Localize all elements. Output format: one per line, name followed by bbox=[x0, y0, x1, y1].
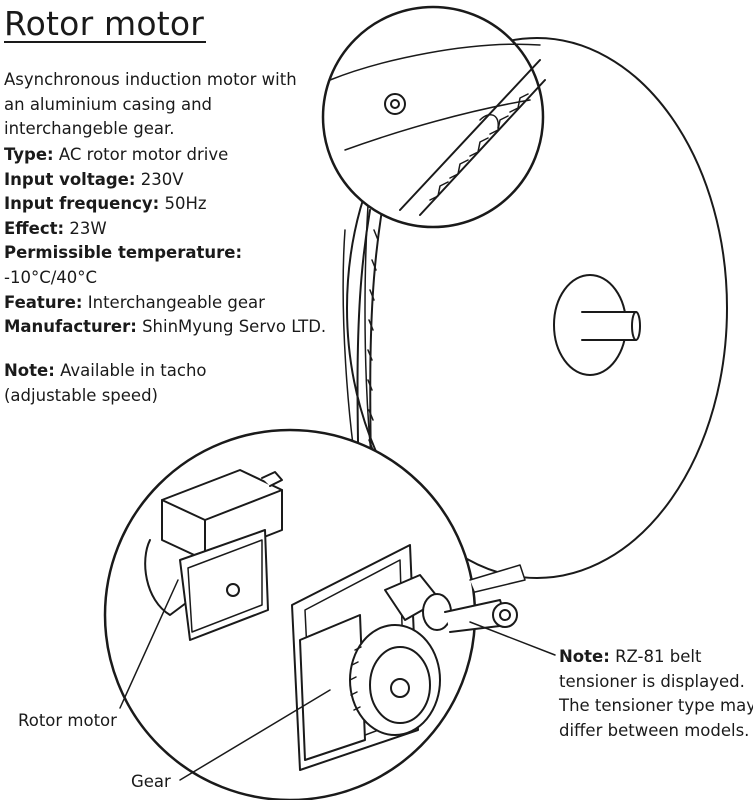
note-tensioner: Note: RZ-81 belt tensioner is displayed.… bbox=[559, 647, 753, 740]
intro-text: Asynchronous induction motor with an alu… bbox=[4, 68, 297, 142]
title-underline bbox=[4, 41, 206, 43]
belt-detail-zoom bbox=[321, 5, 546, 229]
intro-line: interchangeble gear. bbox=[4, 119, 175, 139]
spec-temperature-label: Permissible temperature: bbox=[4, 243, 243, 263]
spec-input-voltage: Input voltage: 230V bbox=[4, 169, 184, 189]
rotor-motor-label: Rotor motor bbox=[18, 711, 117, 730]
spec-feature: Feature: Interchangeable gear bbox=[4, 292, 265, 312]
spec-temperature-value: -10°C/40°C bbox=[4, 267, 98, 287]
spec-type: Type: AC rotor motor drive bbox=[4, 145, 229, 164]
gear-label: Gear bbox=[131, 772, 171, 791]
note-availability: Note: Available in tacho (adjustable spe… bbox=[4, 361, 207, 405]
tensioner-leader bbox=[469, 621, 556, 656]
intro-line: Asynchronous induction motor with bbox=[4, 70, 297, 89]
spec-manufacturer: Manufacturer: ShinMyung Servo LTD. bbox=[4, 317, 327, 337]
spec-list: Type: AC rotor motor drive Input voltage… bbox=[4, 143, 326, 340]
page-title: Rotor motor bbox=[4, 4, 205, 43]
intro-line: an aluminium casing and bbox=[4, 94, 213, 114]
motor-detail-zoom bbox=[103, 428, 526, 800]
gear-leader bbox=[179, 689, 331, 781]
spec-input-frequency: Input frequency: 50Hz bbox=[4, 194, 207, 214]
rotor-motor-leader bbox=[119, 579, 179, 709]
spec-effect: Effect: 23W bbox=[4, 218, 107, 238]
